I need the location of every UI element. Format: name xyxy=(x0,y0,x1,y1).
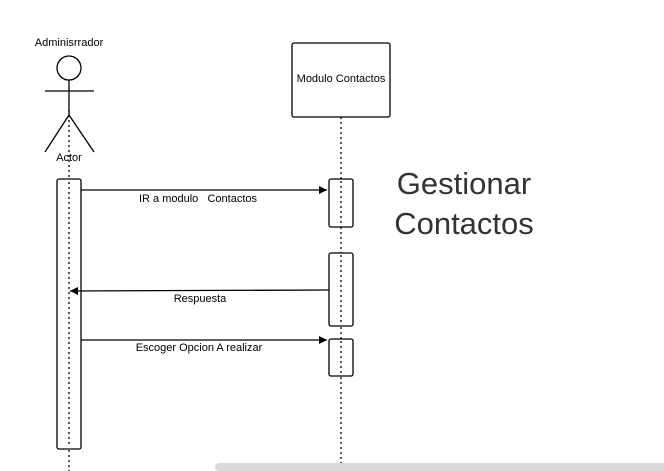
actor-name-label: Actor xyxy=(56,152,82,164)
message-arrow-2 xyxy=(69,286,330,295)
diagram-title-line-1: Gestionar xyxy=(397,166,531,201)
message-label-2: Respuesta xyxy=(174,293,227,305)
module-activation-bar-2 xyxy=(328,252,354,327)
module-name-label: Modulo Contactos xyxy=(297,73,386,85)
message-label-1: IR a modulo Contactos xyxy=(139,193,258,205)
message-label-3: Escoger Opcion A realizar xyxy=(136,342,263,354)
actor-stick-figure-icon xyxy=(44,55,95,153)
horizontal-scrollbar[interactable] xyxy=(215,463,664,471)
diagram-title-line-2: Contactos xyxy=(394,206,534,241)
actor-role-label: Adminisrrador xyxy=(35,37,104,49)
